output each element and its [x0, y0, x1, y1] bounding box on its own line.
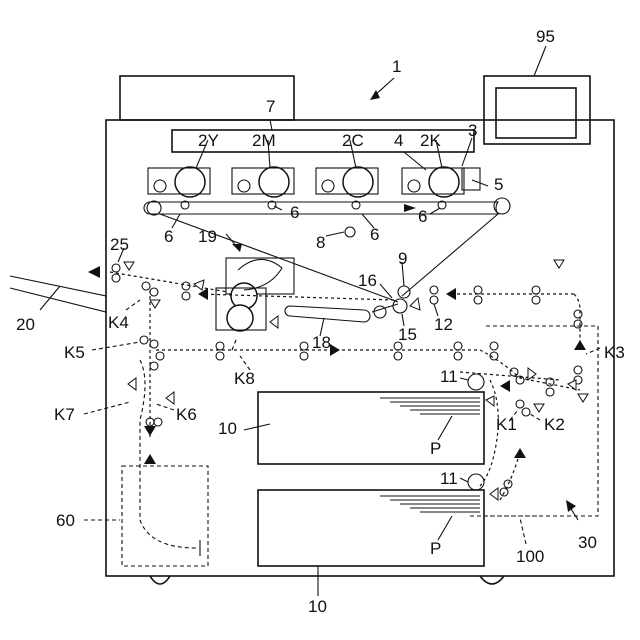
- station-2k: [402, 167, 480, 209]
- label-roller-6a: 6: [164, 227, 173, 246]
- label-station-y: 2Y: [198, 131, 219, 150]
- label-k2: K2: [544, 415, 565, 434]
- label-roller-9: 9: [398, 249, 407, 268]
- label-k5: K5: [64, 343, 85, 362]
- station-2m: [232, 167, 294, 209]
- label-tray-out: 20: [16, 315, 35, 334]
- label-k25: 25: [110, 235, 129, 254]
- label-apparatus: 1: [392, 57, 401, 76]
- station-2c: [316, 167, 378, 209]
- label-belt: 8: [316, 233, 325, 252]
- label-cleaner: 5: [494, 175, 503, 194]
- label-k4: K4: [108, 313, 129, 332]
- label-unit-top: 7: [266, 97, 275, 116]
- reference-labels: 1 95 7 3 2Y 2M 2C 4 2K 5 6 6 6 6 8 9 19 …: [16, 27, 625, 616]
- label-roller-6d: 6: [418, 207, 427, 226]
- label-cassette-10b: 10: [308, 597, 327, 616]
- label-panel: 95: [536, 27, 555, 46]
- label-roller-6c: 6: [370, 225, 379, 244]
- label-feed-11a: 11: [440, 367, 458, 386]
- label-k6: K6: [176, 405, 197, 424]
- label-unit-100: 100: [516, 547, 544, 566]
- dashed-units: [122, 326, 598, 566]
- label-unit-60: 60: [56, 511, 75, 530]
- label-cassette-10a: 10: [218, 419, 237, 438]
- label-station-c: 2C: [342, 131, 364, 150]
- label-belt-unit: 4: [394, 131, 403, 150]
- label-station-k: 2K: [420, 131, 441, 150]
- label-roller-12: 12: [434, 315, 453, 334]
- label-roller-16: 16: [358, 271, 377, 290]
- label-feed-11b: 11: [440, 469, 458, 488]
- label-k8: K8: [234, 369, 255, 388]
- label-roller-6b: 6: [290, 203, 299, 222]
- apparatus-housing: [106, 76, 614, 584]
- label-paper-a: P: [430, 439, 441, 458]
- label-fuser: 19: [198, 227, 217, 246]
- label-toner: 3: [468, 121, 477, 140]
- label-k3: K3: [604, 343, 625, 362]
- station-2y: [148, 167, 210, 209]
- label-k1: K1: [496, 415, 517, 434]
- label-station-m: 2M: [252, 131, 276, 150]
- label-roller-15: 15: [398, 325, 417, 344]
- label-paper-b: P: [430, 539, 441, 558]
- label-k7: K7: [54, 405, 75, 424]
- output-tray: [10, 276, 106, 312]
- roller-pairs: [112, 264, 582, 496]
- label-conveyor-18: 18: [312, 333, 331, 352]
- label-unit-30: 30: [578, 533, 597, 552]
